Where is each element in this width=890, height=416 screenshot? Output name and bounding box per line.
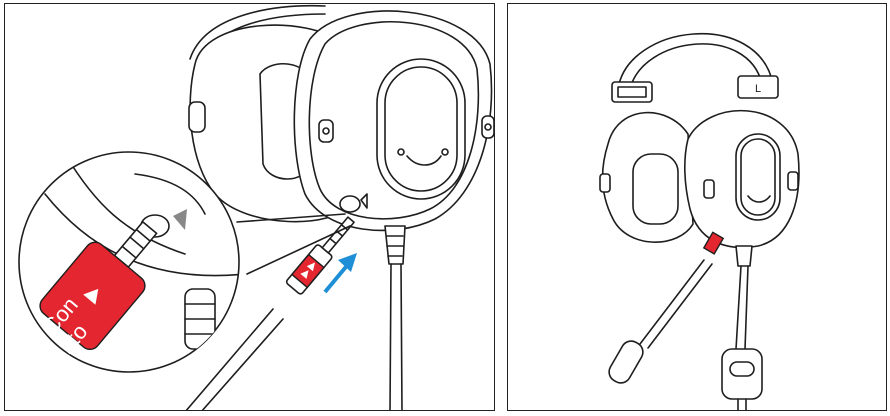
- cable-strain-relief: [384, 225, 406, 265]
- inline-remote: [721, 348, 763, 400]
- mic-plug: [702, 231, 725, 255]
- right-slider: [737, 75, 779, 99]
- headset-cable: [735, 265, 749, 350]
- main-cable: [389, 263, 403, 410]
- mic-boom: [639, 259, 713, 349]
- side-marker-label: L: [755, 83, 761, 95]
- right-cup-plate: [735, 133, 781, 221]
- headband: [617, 32, 774, 90]
- logo-smile: [406, 155, 442, 166]
- volume-wheel: [729, 361, 755, 377]
- back-hinge: [188, 101, 206, 133]
- assembled-headset-illustration: L: [599, 32, 800, 410]
- logo-dot-left: [397, 148, 405, 156]
- audio-plug: [285, 216, 355, 295]
- right-illustration-panel: L: [507, 3, 887, 411]
- mic-capsule: [608, 340, 644, 384]
- mic-cable: [185, 308, 284, 410]
- audio-jack-socket: [339, 195, 361, 213]
- left-illustration-panel: Con Into: [4, 3, 495, 411]
- ear-cup-plate: [376, 58, 466, 200]
- right-cup-logo: [747, 195, 771, 203]
- left-ear-cup: [601, 111, 694, 243]
- cable-boot: [735, 245, 753, 267]
- connect-cable-illustration: Con Into: [18, 4, 494, 410]
- headband-outline: [189, 4, 326, 60]
- logo-dot-right: [441, 148, 449, 156]
